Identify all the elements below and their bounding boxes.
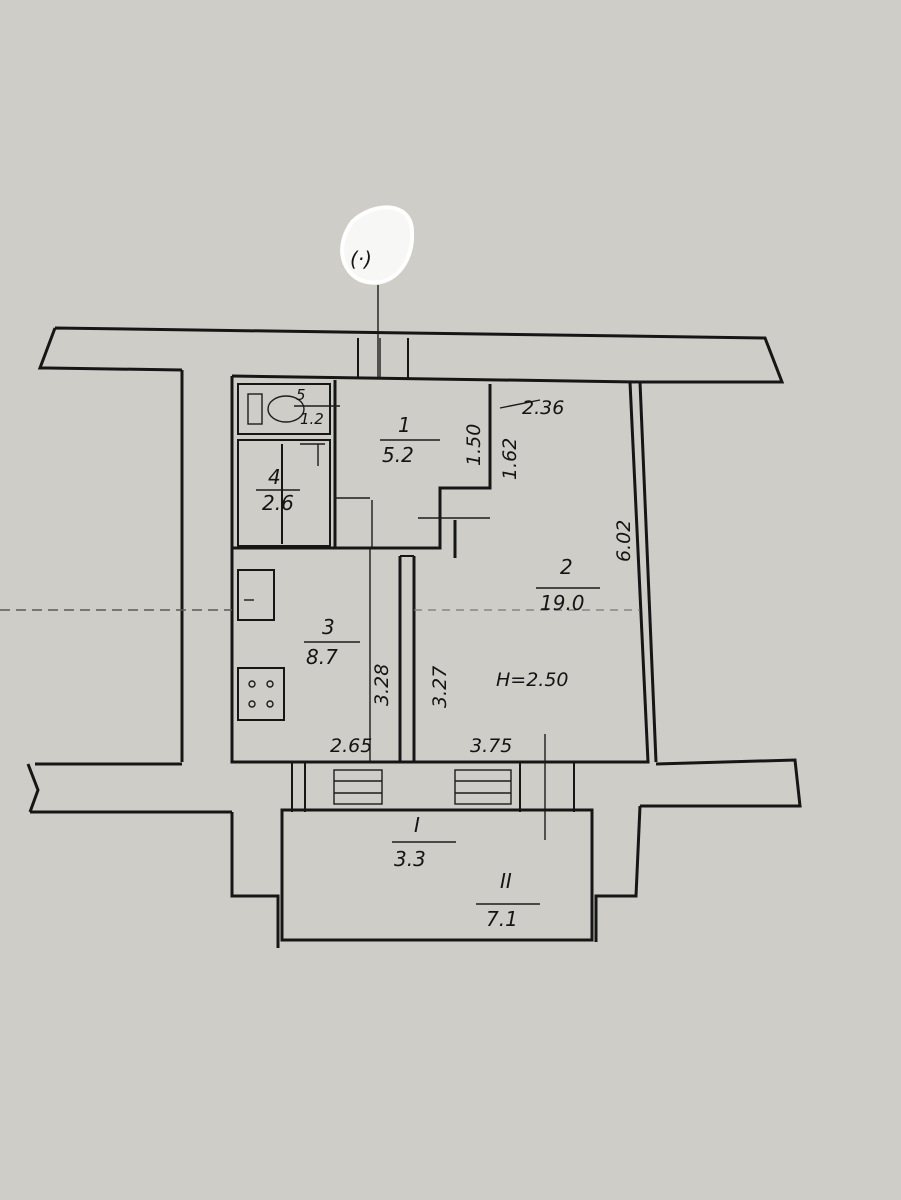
room-II-number: II [500, 869, 512, 893]
ceiling-height-label: H=2.50 [496, 669, 569, 691]
loggia-outline [230, 805, 642, 948]
room-4-area: 2.6 [262, 491, 294, 515]
room-3-area: 8.7 [306, 645, 338, 669]
room-3-number: 3 [322, 615, 335, 639]
balcony-outline [280, 808, 594, 942]
left-corridor-wall [180, 370, 234, 762]
balcony-door-right [454, 734, 575, 840]
room-I-area: 3.3 [394, 847, 426, 871]
room-label-I: I 3.3 [392, 813, 456, 871]
top-corridor-wall [37, 326, 785, 384]
dim-hall-1-62: 1.62 [499, 438, 521, 480]
dim-room-depth: 3.27 [429, 666, 451, 708]
entry-door [357, 338, 409, 378]
room-II-area: 7.1 [486, 907, 518, 931]
room-1-number: 1 [398, 413, 411, 437]
room-label-4: 4 2.6 [256, 465, 300, 515]
bottom-corridor-wall [26, 758, 802, 814]
sink-icon [237, 569, 275, 621]
stove-icon [237, 667, 285, 721]
toilet-icon [247, 393, 305, 425]
dim-hall-1-50: 1.50 [463, 424, 485, 466]
room-2-area: 19.0 [540, 591, 585, 615]
dim-room-width: 2.36 [522, 397, 564, 419]
dim-room-length: 6.02 [613, 520, 635, 562]
white-scribble-mark: (·) [340, 205, 415, 285]
kitchen-room-partition [398, 555, 416, 762]
balcony-door-left [291, 762, 383, 812]
bathroom-block [237, 380, 370, 548]
room2-right-wall [638, 381, 658, 763]
room-label-5: 5 1.2 [294, 386, 340, 428]
room-1-area: 5.2 [382, 443, 414, 467]
room-label-3: 3 8.7 [304, 615, 360, 669]
room-I-number: I [414, 813, 420, 837]
dim-kitchen-height: 3.28 [371, 664, 393, 706]
room-label-II: II 7.1 [476, 869, 540, 931]
room-5-area: 1.2 [300, 410, 324, 428]
room-2-number: 2 [560, 555, 573, 579]
apartment-outline [230, 376, 650, 764]
room-4-number: 4 [268, 465, 281, 489]
room-label-2: 2 19.0 [536, 555, 600, 615]
room-5-number: 5 [296, 386, 306, 404]
scribble-symbol: (·) [350, 247, 372, 271]
dim-room-bottom-width: 3.75 [470, 735, 512, 757]
dim-kitchen-width: 2.65 [330, 735, 372, 757]
room-label-1: 1 5.2 [380, 413, 440, 467]
dimension-tick [499, 399, 541, 409]
